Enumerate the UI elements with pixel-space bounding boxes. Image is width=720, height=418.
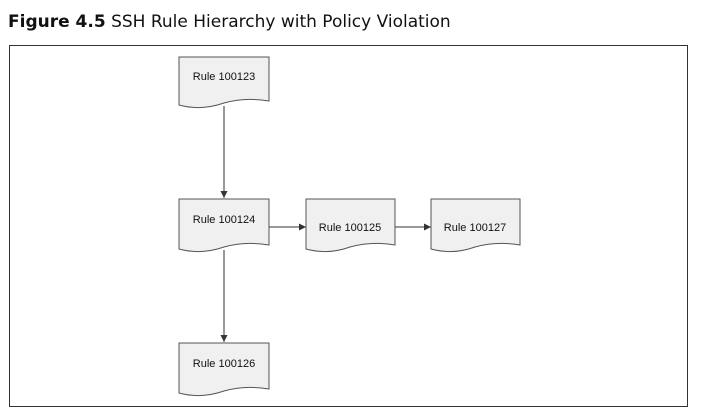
rule-node-100127: Rule 100127 (430, 198, 521, 253)
rule-label: Rule 100127 (444, 222, 506, 234)
figure-number: Figure 4.5 (8, 12, 106, 32)
document-shape (178, 198, 270, 253)
diagram-frame: Rule 100123 Rule 100124 Rule 100125 Rule… (9, 45, 688, 407)
rule-label: Rule 100125 (319, 222, 381, 234)
document-shape (430, 198, 521, 253)
rule-label: Rule 100124 (193, 214, 255, 226)
rule-label: Rule 100123 (193, 71, 255, 83)
edges (220, 106, 431, 342)
figure-title: SSH Rule Hierarchy with Policy Violation (111, 12, 451, 32)
rule-node-100123: Rule 100123 (178, 56, 270, 109)
rule-label: Rule 100126 (193, 358, 255, 370)
document-shape (305, 198, 396, 253)
rule-node-100125: Rule 100125 (305, 198, 396, 253)
document-shape (178, 342, 270, 397)
rule-node-100124: Rule 100124 (178, 198, 270, 253)
rule-hierarchy-diagram: Rule 100123 Rule 100124 Rule 100125 Rule… (178, 56, 521, 397)
document-shape (178, 56, 270, 109)
figure-caption: Figure 4.5 SSH Rule Hierarchy with Polic… (8, 12, 451, 32)
rule-node-100126: Rule 100126 (178, 342, 270, 397)
